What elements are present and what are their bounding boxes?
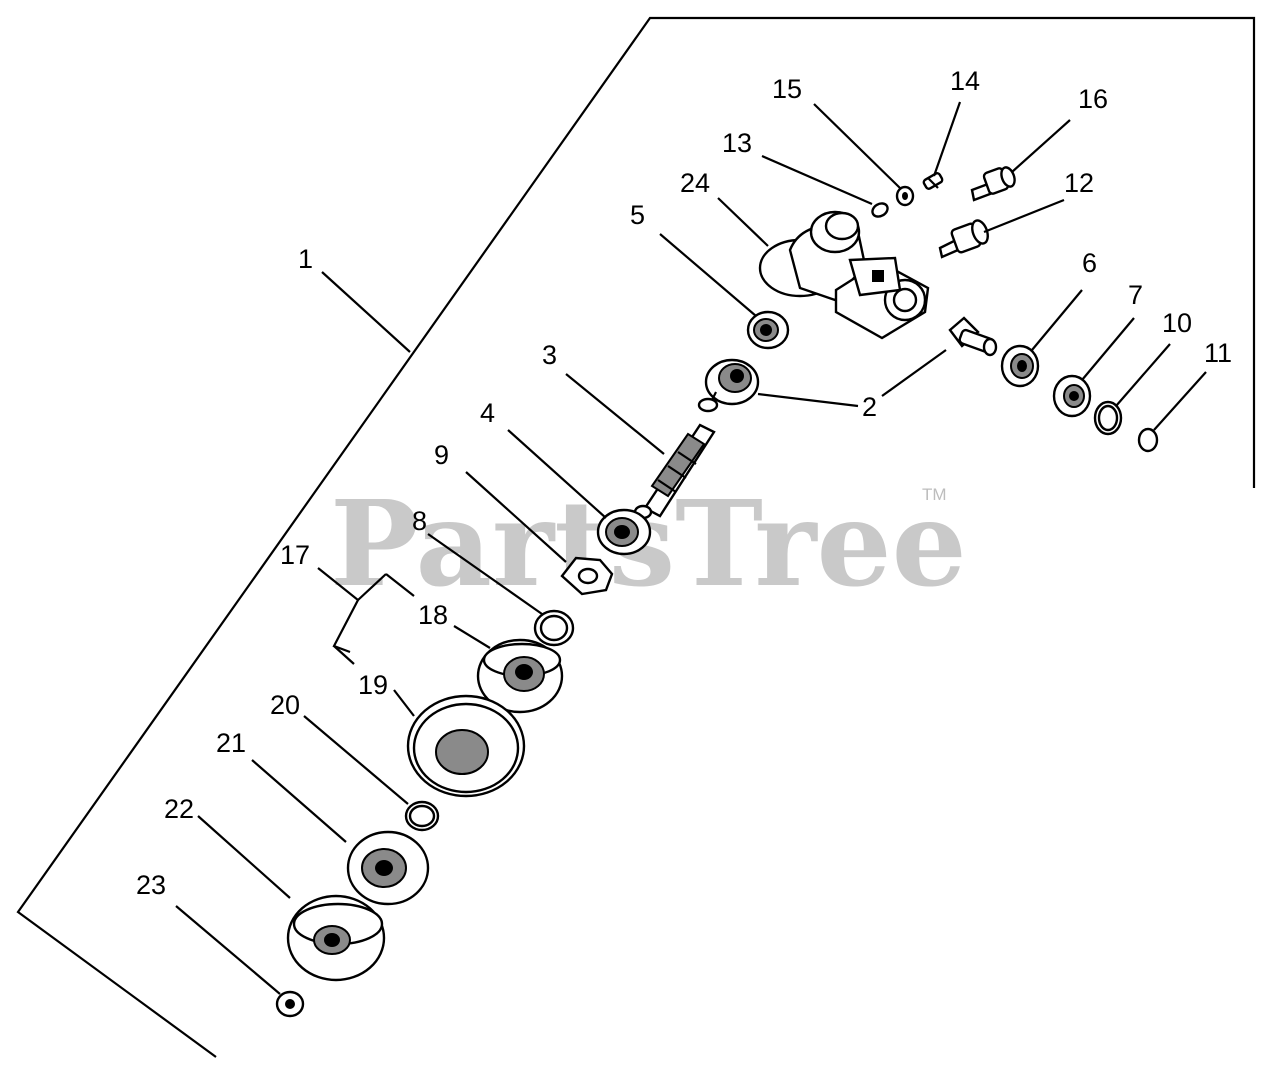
callout-8: 8: [412, 506, 427, 536]
leader-23: [175, 905, 281, 995]
part-24-gear-housing[interactable]: [758, 210, 930, 340]
leader-1: [321, 271, 411, 353]
leader-4: [507, 429, 607, 519]
callout-16: 16: [1078, 84, 1108, 114]
callout-4: 4: [480, 398, 495, 428]
callout-20: 20: [270, 690, 300, 720]
leader-16: [1011, 119, 1071, 173]
callout-1: 1: [298, 244, 313, 274]
callout-12: 12: [1064, 168, 1094, 198]
part-13-pin[interactable]: [870, 201, 890, 219]
callout-13: 13: [722, 128, 752, 158]
leader-21: [251, 759, 347, 843]
callout-14: 14: [950, 66, 980, 96]
leader-8: [427, 533, 543, 615]
callout-17: 17: [280, 540, 310, 570]
leader-17: [317, 567, 360, 654]
watermark-text: PartsTree: [330, 474, 967, 613]
part-16-bolt[interactable]: [970, 166, 1017, 202]
leader-7: [1081, 317, 1135, 381]
callout-19: 19: [358, 670, 388, 700]
part-3-shaft[interactable]: [633, 423, 716, 520]
part-7-bearing[interactable]: [1052, 374, 1092, 418]
part-2-gear-upper[interactable]: [697, 358, 760, 413]
callout-9: 9: [434, 440, 449, 470]
leader-17-to-19: [333, 645, 355, 665]
leader-14: [932, 101, 962, 177]
part-5-bearing[interactable]: [746, 310, 790, 350]
part-12-bolt[interactable]: [938, 218, 991, 259]
leader-12: [983, 198, 1065, 234]
callout-2: 2: [862, 392, 877, 422]
leader-3: [565, 373, 665, 455]
callout-15: 15: [772, 74, 802, 104]
callout-21: 21: [216, 728, 246, 758]
part-11-snap-ring[interactable]: [1137, 427, 1159, 453]
part-20-o-ring[interactable]: [404, 800, 440, 832]
leader-20: [303, 715, 409, 805]
leader-9: [465, 471, 567, 563]
part-22-cover[interactable]: [286, 894, 386, 982]
part-19-disc[interactable]: [406, 694, 526, 798]
leader-15: [813, 103, 901, 189]
callout-10: 10: [1162, 308, 1192, 338]
leader-2-upper: [757, 392, 859, 408]
leader-24: [717, 197, 769, 247]
callout-24: 24: [680, 168, 710, 198]
part-14-screw[interactable]: [922, 172, 944, 190]
part-18-cup[interactable]: [476, 638, 564, 714]
part-21-washer[interactable]: [346, 830, 430, 906]
leader-5: [659, 233, 757, 317]
part-10-snap-ring[interactable]: [1093, 400, 1123, 436]
leader-10: [1115, 343, 1171, 407]
callout-7: 7: [1128, 280, 1143, 310]
assembly-boundary: [16, 16, 1256, 1058]
callout-18: 18: [418, 600, 448, 630]
callout-5: 5: [630, 200, 645, 230]
callout-3: 3: [542, 340, 557, 370]
part-8-snap-ring[interactable]: [533, 609, 575, 647]
part-23-nut[interactable]: [275, 990, 305, 1018]
callout-11: 11: [1204, 338, 1232, 368]
leader-11: [1153, 371, 1207, 431]
callout-6: 6: [1082, 248, 1097, 278]
leader-13: [761, 154, 873, 206]
callout-22: 22: [164, 794, 194, 824]
trademark-mark: TM: [922, 485, 947, 504]
callout-23: 23: [136, 870, 166, 900]
leader-6: [1031, 289, 1083, 351]
part-4-bearing[interactable]: [596, 508, 652, 556]
leader-17-branch-a: [357, 573, 387, 601]
part-2-pinion[interactable]: [948, 316, 998, 357]
leader-2-pinion: [881, 349, 947, 397]
part-15-washer[interactable]: [895, 185, 915, 207]
part-9-lock-plate[interactable]: [560, 556, 614, 596]
part-6-bearing[interactable]: [1000, 344, 1040, 388]
leader-18: [453, 625, 491, 649]
leader-22: [197, 815, 291, 899]
leader-17-to-18: [385, 573, 415, 597]
leader-19: [393, 689, 415, 717]
